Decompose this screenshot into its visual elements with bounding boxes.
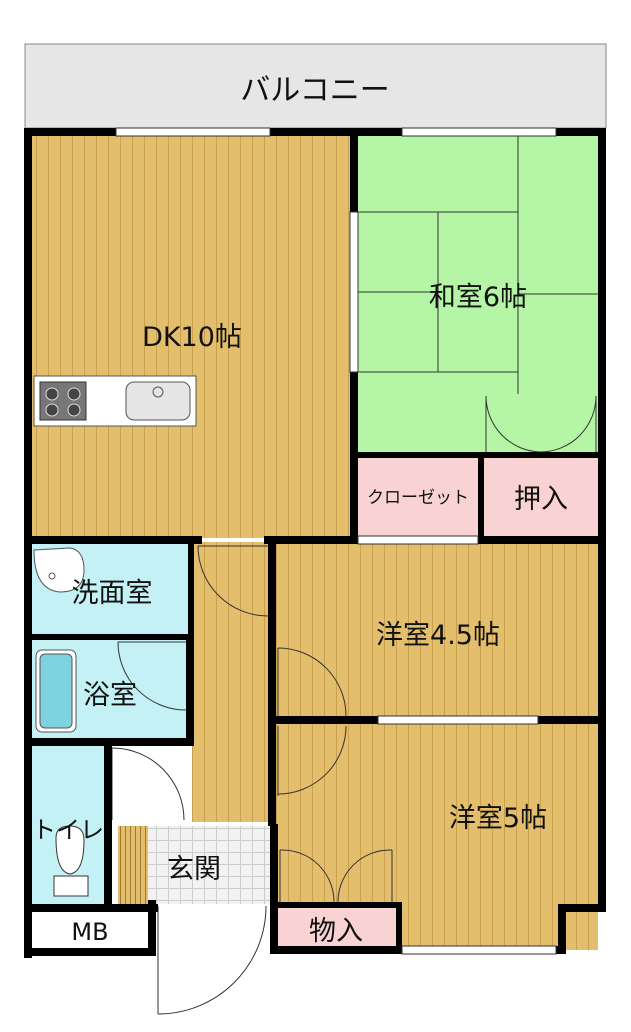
- tatami-lines: [358, 134, 598, 394]
- senmenshitsu-label: 洗面室: [72, 578, 153, 609]
- yoshitsu45-label: 洋室4.5帖: [376, 620, 500, 651]
- door-swings: [111, 395, 597, 1015]
- oshiire-floor: [484, 458, 598, 538]
- kitchen-counter: [33, 375, 197, 427]
- yoshitsu5-label: 洋室5帖: [449, 803, 547, 834]
- monoire-floor: [276, 906, 398, 950]
- washbasin-icon: [33, 547, 85, 593]
- monoire-label: 物入: [309, 916, 363, 947]
- balcony-label: バルコニー: [240, 73, 389, 108]
- windows: [115, 127, 557, 955]
- closet-floor: [358, 458, 480, 538]
- toilet-icon: [53, 825, 89, 897]
- corridor-floor: [192, 542, 272, 822]
- yoshitsu45-floor: [276, 542, 598, 718]
- mb-label: MB: [71, 918, 108, 946]
- genkan-label: 玄関: [167, 854, 221, 885]
- mb-box: [30, 910, 148, 948]
- dk-floor: [30, 134, 352, 538]
- washitsu-label: 和室6帖: [429, 282, 527, 313]
- closet-label: クローゼット: [367, 488, 469, 508]
- oshiire-label: 押入: [514, 484, 568, 515]
- yokushitsu-label: 浴室: [83, 680, 137, 711]
- sink-icon: [125, 381, 191, 421]
- genkan-step-floor: [118, 826, 148, 904]
- toilet-label: トイレ: [32, 816, 104, 844]
- balcony: バルコニー: [24, 43, 607, 129]
- genkan-tile-floor: [148, 826, 272, 904]
- bathtub-icon: [35, 649, 77, 733]
- dk-label: DK10帖: [142, 322, 242, 353]
- stove-icon: [39, 381, 87, 421]
